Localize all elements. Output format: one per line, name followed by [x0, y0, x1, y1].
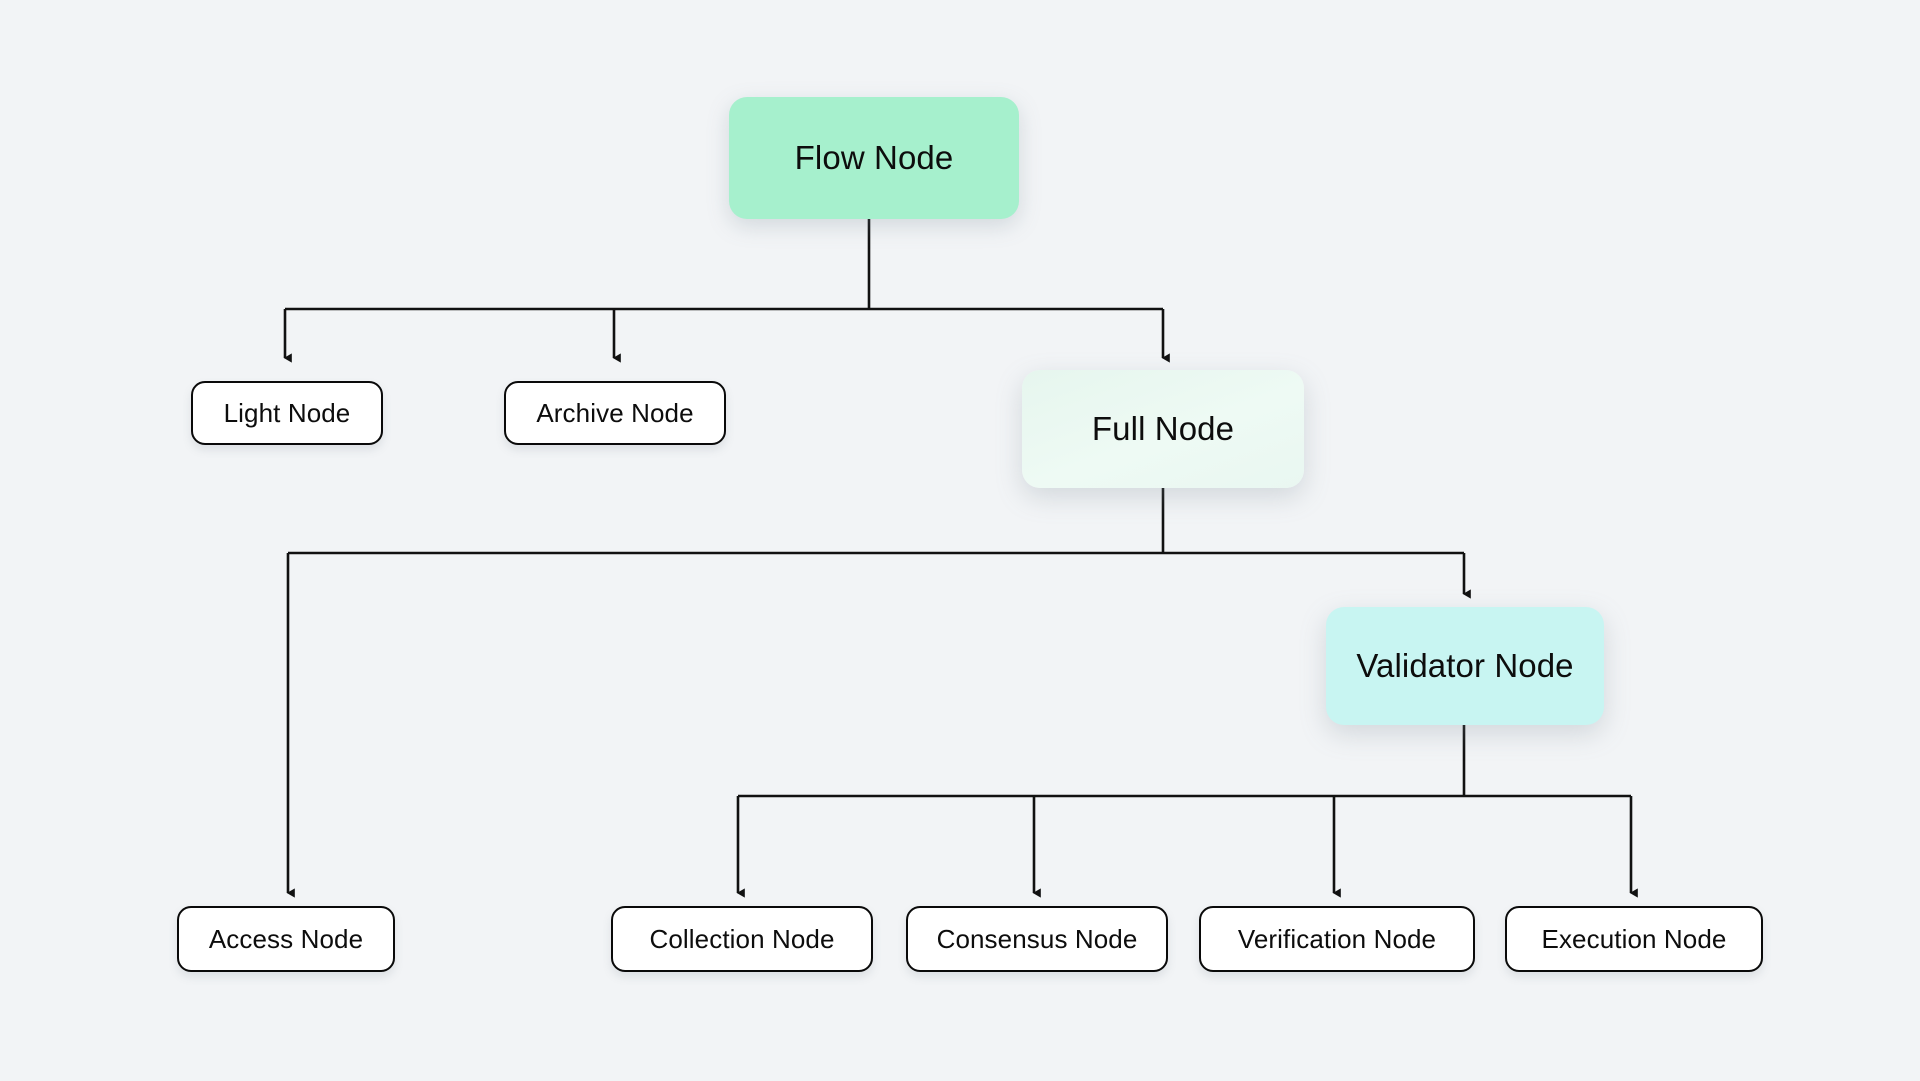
node-verification-node[interactable]: Verification Node	[1199, 906, 1475, 972]
node-label-light-node: Light Node	[223, 397, 351, 428]
node-label-verification-node: Verification Node	[1237, 923, 1437, 954]
node-archive-node[interactable]: Archive Node	[504, 381, 726, 445]
node-label-execution-node: Execution Node	[1541, 923, 1727, 954]
node-label-full-node: Full Node	[1091, 410, 1235, 447]
node-label-flow-node: Flow Node	[794, 139, 954, 176]
node-execution-node[interactable]: Execution Node	[1505, 906, 1763, 972]
node-full-node[interactable]: Full Node	[1022, 370, 1304, 488]
node-label-consensus-node: Consensus Node	[936, 923, 1138, 954]
node-flow-node[interactable]: Flow Node	[729, 97, 1019, 219]
node-label-archive-node: Archive Node	[536, 397, 694, 428]
node-light-node[interactable]: Light Node	[191, 381, 383, 445]
node-label-access-node: Access Node	[208, 923, 364, 954]
node-validator-node[interactable]: Validator Node	[1326, 607, 1604, 725]
node-access-node[interactable]: Access Node	[177, 906, 395, 972]
node-label-collection-node: Collection Node	[649, 923, 835, 954]
node-consensus-node[interactable]: Consensus Node	[906, 906, 1168, 972]
node-label-validator-node: Validator Node	[1356, 647, 1574, 684]
node-collection-node[interactable]: Collection Node	[611, 906, 873, 972]
